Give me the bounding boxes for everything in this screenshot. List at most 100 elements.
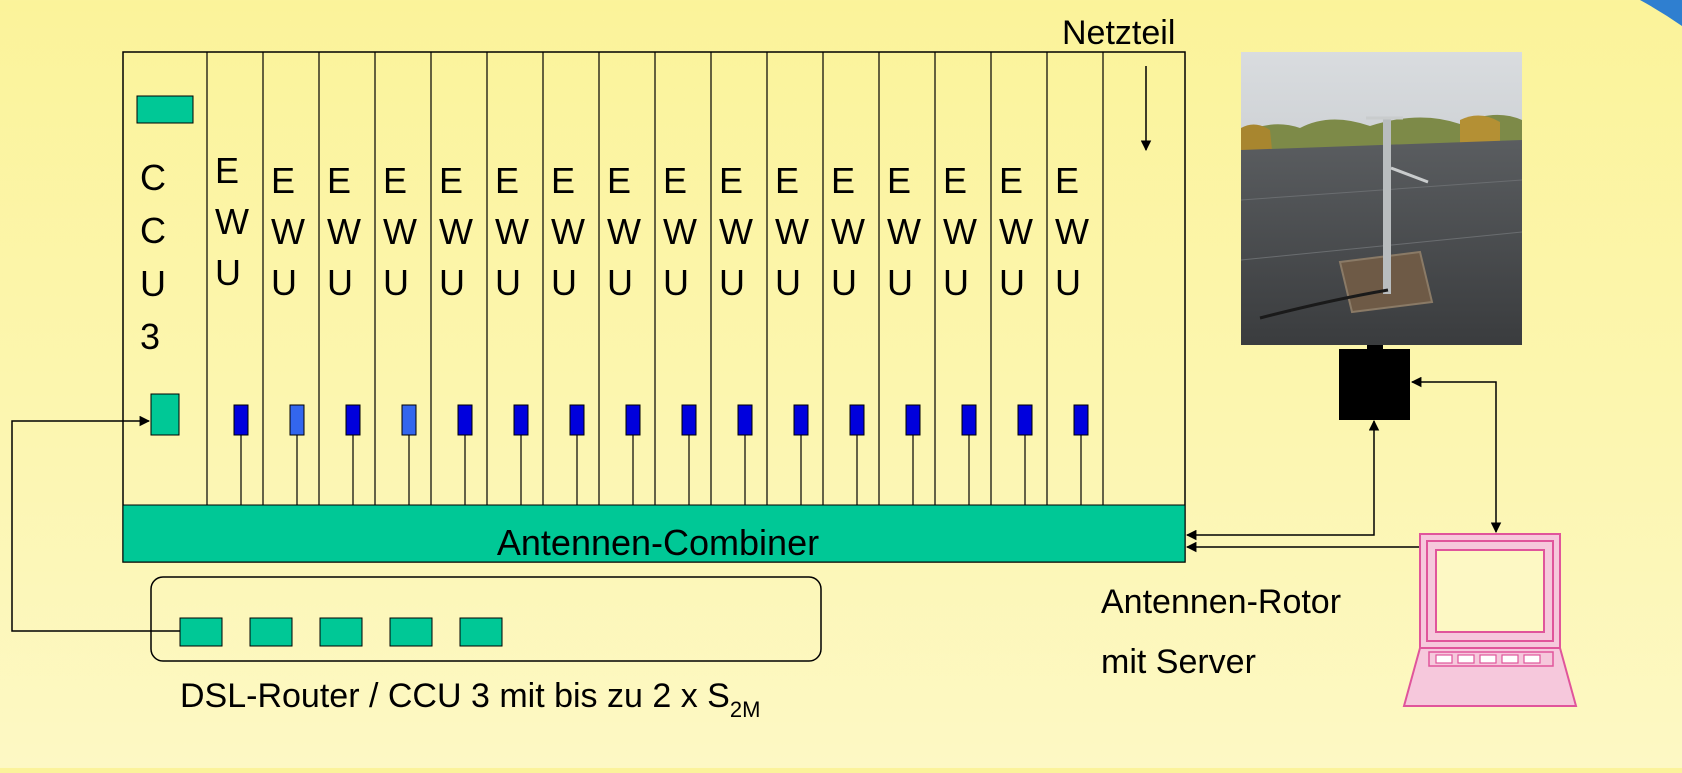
- ewu-module: EWU: [551, 160, 585, 518]
- ewu-port: [569, 404, 585, 436]
- ewu-letter: U: [719, 262, 745, 303]
- router-port: [179, 617, 223, 647]
- rotor-box: [1339, 349, 1410, 420]
- ewu-letter: W: [215, 201, 249, 242]
- keyboard-key: [1523, 654, 1541, 664]
- ccu-letter: 3: [140, 316, 160, 357]
- ewu-letter: U: [1055, 262, 1081, 303]
- combiner-label: Antennen-Combiner: [497, 522, 819, 563]
- ewu-letter: U: [439, 262, 465, 303]
- computer-icon: [1402, 533, 1578, 707]
- ewu-letter: E: [943, 160, 967, 201]
- ewu-letter: W: [607, 211, 641, 252]
- ewu-letter: U: [887, 262, 913, 303]
- ewu-letter: U: [663, 262, 689, 303]
- ewu-letter: W: [1055, 211, 1089, 252]
- ccu-top-module: [136, 95, 194, 124]
- ewu-letter: U: [495, 262, 521, 303]
- ewu-letter: E: [327, 160, 351, 201]
- ewu-module: EWU: [887, 160, 921, 518]
- ewu-letter: E: [1055, 160, 1079, 201]
- rotor-to-computer-line: [1410, 376, 1502, 534]
- ewu-letter: E: [439, 160, 463, 201]
- ewu-port: [1017, 404, 1033, 436]
- ewu-letter: E: [831, 160, 855, 201]
- antenna-combiner: [122, 504, 1186, 563]
- ewu-letter: W: [383, 211, 417, 252]
- ewu-letter: E: [495, 160, 519, 201]
- ewu-port: [625, 404, 641, 436]
- ewu-modules: EWUEWUEWUEWUEWUEWUEWUEWUEWUEWUEWUEWUEWUE…: [215, 150, 1089, 518]
- ewu-letter: W: [999, 211, 1033, 252]
- ewu-letter: E: [999, 160, 1023, 201]
- ewu-module: EWU: [719, 160, 753, 518]
- ewu-module: EWU: [215, 150, 249, 518]
- ewu-letter: U: [327, 262, 353, 303]
- antenna-photo: [1240, 52, 1523, 345]
- ewu-letter: U: [215, 252, 241, 293]
- ewu-module: EWU: [495, 160, 529, 518]
- ewu-port: [793, 404, 809, 436]
- ewu-letter: W: [551, 211, 585, 252]
- ewu-letter: E: [215, 150, 239, 191]
- ewu-module: EWU: [439, 160, 473, 518]
- ccu-letter: C: [140, 157, 166, 198]
- ewu-port: [905, 404, 921, 436]
- keyboard-key: [1435, 654, 1453, 664]
- ewu-module: EWU: [999, 160, 1033, 518]
- power-supply-label: Netzteil: [1062, 14, 1175, 52]
- ewu-letter: U: [999, 262, 1025, 303]
- dsl-router: [150, 576, 822, 662]
- router-port: [459, 617, 503, 647]
- ewu-letter: U: [271, 262, 297, 303]
- ewu-letter: W: [663, 211, 697, 252]
- ewu-module: EWU: [943, 160, 977, 518]
- ewu-module: EWU: [327, 160, 361, 518]
- ewu-module: EWU: [663, 160, 697, 518]
- router-port: [249, 617, 293, 647]
- router-to-ccu-line: [11, 415, 180, 632]
- rotor-label-line1: Antennen-Rotor: [1101, 583, 1341, 621]
- ewu-letter: U: [775, 262, 801, 303]
- ewu-letter: U: [551, 262, 577, 303]
- ewu-port: [961, 404, 977, 436]
- combiner-to-rotor-line: [1185, 419, 1380, 541]
- ewu-letter: W: [271, 211, 305, 252]
- ewu-letter: W: [439, 211, 473, 252]
- ewu-letter: E: [719, 160, 743, 201]
- router-label-main: DSL-Router / CCU 3 mit bis zu 2 x S: [180, 677, 730, 715]
- ewu-letter: W: [943, 211, 977, 252]
- ewu-port: [457, 404, 473, 436]
- ccu-port: [150, 393, 180, 436]
- ewu-letter: W: [495, 211, 529, 252]
- ewu-port: [849, 404, 865, 436]
- ewu-letter: W: [719, 211, 753, 252]
- ewu-port: [345, 404, 361, 436]
- router-port: [389, 617, 433, 647]
- ewu-port: [401, 404, 417, 436]
- ewu-module: EWU: [831, 160, 865, 518]
- ewu-module: EWU: [383, 160, 417, 518]
- ewu-module: EWU: [607, 160, 641, 518]
- ewu-letter: U: [943, 262, 969, 303]
- ewu-letter: E: [607, 160, 631, 201]
- ewu-letter: E: [887, 160, 911, 201]
- ewu-module: EWU: [271, 160, 305, 518]
- ewu-port: [233, 404, 249, 436]
- ewu-module: EWU: [1055, 160, 1089, 518]
- ewu-letter: E: [383, 160, 407, 201]
- ccu-letter: C: [140, 210, 166, 251]
- logo-icon: [1640, 0, 1682, 26]
- ewu-port: [737, 404, 753, 436]
- slot-dividers: [206, 52, 1104, 505]
- rack-frame: [122, 51, 1186, 563]
- keyboard-key: [1479, 654, 1497, 664]
- keyboard-key: [1457, 654, 1475, 664]
- router-label: DSL-Router / CCU 3 mit bis zu 2 x S2M: [180, 677, 760, 722]
- ewu-letter: E: [271, 160, 295, 201]
- ewu-letter: E: [551, 160, 575, 201]
- keyboard-key: [1501, 654, 1519, 664]
